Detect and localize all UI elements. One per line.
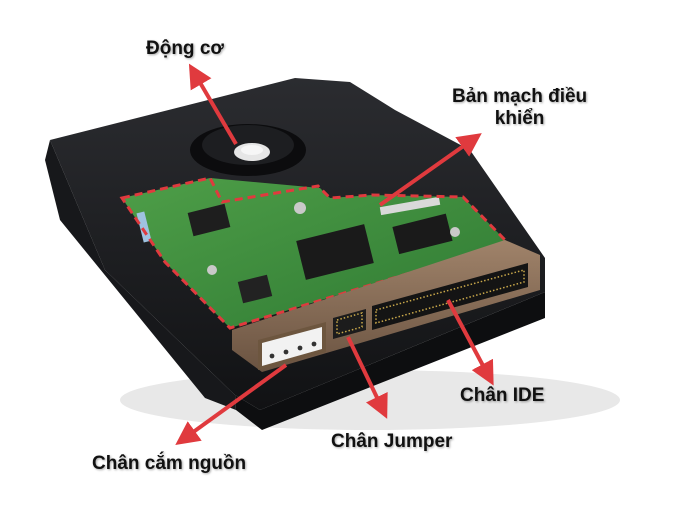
label-jumper: Chân Jumper: [331, 431, 453, 452]
arrow-ide: [446, 299, 494, 386]
ide-connector: [372, 263, 528, 330]
label-motor: Động cơ: [146, 38, 224, 59]
label-power: Chân cắm nguồn: [92, 453, 247, 474]
power-connector: [258, 322, 326, 370]
arrow-power: [175, 363, 288, 446]
arrow-jumper: [346, 336, 388, 419]
spindle-motor: [190, 124, 306, 176]
label-control-board: Bản mạch điều khiển: [452, 86, 587, 130]
arrow-motor: [188, 63, 238, 146]
pcb-components: [136, 196, 460, 304]
arrow-board: [378, 133, 482, 207]
pcb-outline: [119, 176, 511, 330]
label-ide: Chân IDE: [460, 385, 545, 406]
label-control-board-line1: Bản mạch điều: [452, 86, 588, 107]
label-control-board-line2: khiển: [494, 108, 545, 129]
drive-casing-side: [235, 292, 545, 430]
drive-casing-left-side: [45, 140, 236, 410]
jumper-pins: [333, 309, 366, 339]
